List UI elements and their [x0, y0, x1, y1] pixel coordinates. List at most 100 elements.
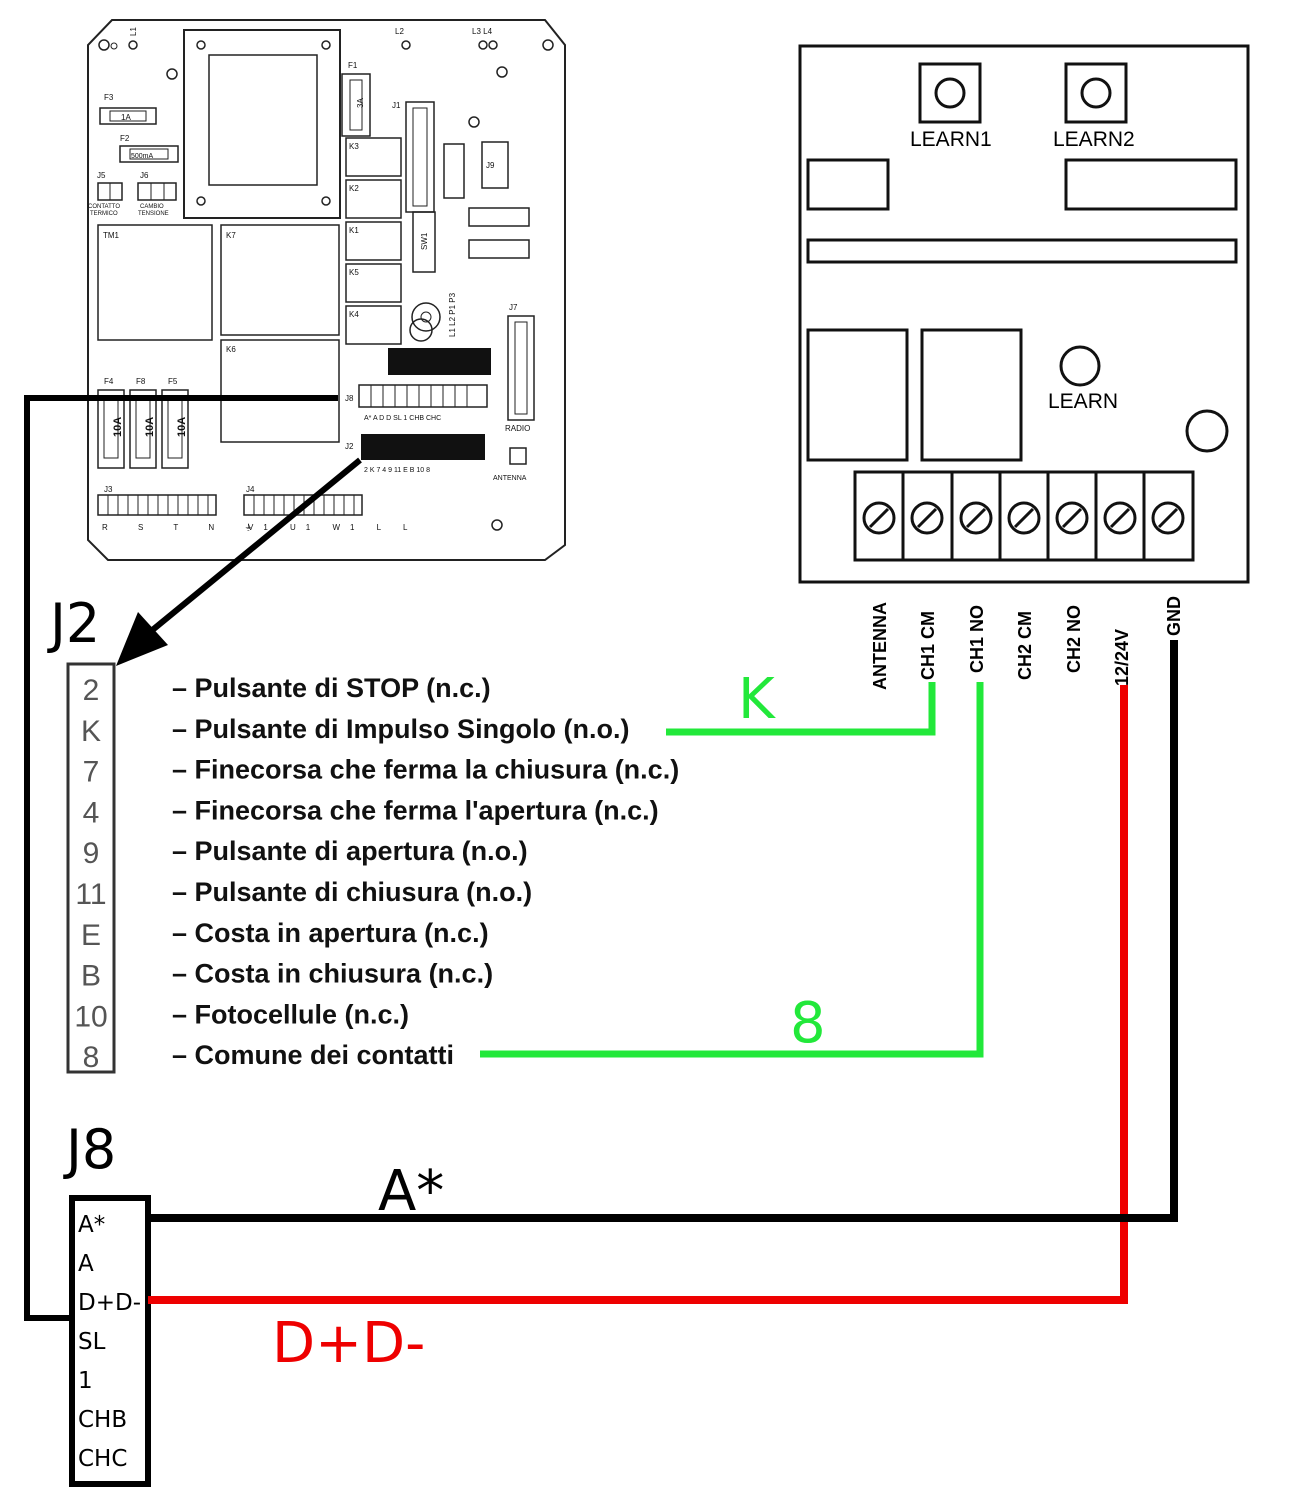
j2-pin-description: – Costa in apertura (n.c.) [172, 918, 489, 948]
arrow-j2-head [116, 612, 168, 666]
j2-pin-description: – Finecorsa che ferma l'apertura (n.c.) [172, 795, 659, 825]
label-f1: F1 [348, 61, 358, 70]
terminal-label-ch1-cm: CH1 CM [918, 611, 938, 680]
receiver-led [1185, 409, 1229, 453]
j2-pin: 7 [83, 756, 100, 789]
j2-pin: 4 [83, 796, 100, 829]
j2-pin: K [81, 715, 101, 748]
label-f4-val: 10A [112, 417, 124, 437]
terminal-screw-slot [1157, 507, 1179, 529]
label-antenna-board: ANTENNA [493, 475, 527, 482]
arrow-j2-line [148, 457, 362, 635]
label-f2-val: 500mA [131, 153, 154, 160]
label-l1: L1 [129, 27, 138, 36]
label-j9: J9 [486, 161, 495, 170]
label-k1: K1 [349, 226, 359, 235]
label-f5-val: 10A [176, 417, 188, 437]
label-f4: F4 [104, 377, 114, 386]
j2-pin: 8 [83, 1041, 100, 1074]
learn-led[interactable] [1059, 345, 1101, 387]
label-f3: F3 [104, 93, 114, 102]
label-j3-pins: R S T N ⏚ [102, 523, 266, 532]
receiver-relay-2 [920, 328, 1023, 462]
terminal-screw-slot [965, 507, 987, 529]
j8-pin: CHB [78, 1407, 127, 1433]
learn2-button[interactable] [1064, 62, 1128, 124]
label-tm1: TM1 [103, 231, 120, 240]
receiver-module: LEARN1 LEARN2 LEARN ANTENNA CH1 CM CH1 N… [798, 44, 1250, 690]
terminal-screw-slot [868, 507, 890, 529]
label-j6-desc2: TENSIONE [138, 211, 169, 217]
label-j6: J6 [140, 171, 149, 180]
learn1-button[interactable] [918, 62, 982, 124]
receiver-strip [806, 238, 1238, 264]
label-j4-pins: V1 U1 W1 L L [248, 523, 418, 532]
label-j1: J1 [392, 101, 401, 110]
label-l3l4: L3 L4 [472, 27, 493, 36]
label-j2-pins-board: 2 K 7 4 9 11 E B 10 8 [364, 467, 430, 474]
wire-label-k: K [738, 667, 776, 732]
j8-title: J8 [63, 1118, 116, 1181]
terminal-label-12-24v: 12/24V [1112, 629, 1132, 686]
label-k3: K3 [349, 142, 359, 151]
label-f8-val: 10A [144, 417, 156, 437]
learn1-label: LEARN1 [910, 128, 992, 151]
label-k7: K7 [226, 231, 236, 240]
learn-label: LEARN [1048, 390, 1118, 413]
j2-pin-description: – Finecorsa che ferma la chiusura (n.c.) [172, 755, 679, 785]
j8-pin: A [78, 1251, 94, 1277]
wire-j8-feed [24, 395, 338, 1321]
j2-pin: E [81, 919, 101, 952]
label-j5-desc2: TERMICO [90, 211, 118, 217]
j2-pin-description: – Pulsante di apertura (n.o.) [172, 836, 528, 866]
terminal-label-ch2-cm: CH2 CM [1015, 611, 1035, 680]
j2-pin: 2 [83, 674, 100, 707]
terminal-label-ch2-no: CH2 NO [1064, 605, 1084, 673]
label-j8-pins-board: A* A D D SL 1 CHB CHC [364, 415, 441, 422]
label-j5-desc1: CONTATTO [88, 204, 120, 210]
j2-pin: 9 [83, 837, 100, 870]
wire-dd-red [148, 685, 1128, 1304]
terminal-label-gnd: GND [1164, 596, 1184, 636]
j2-pin: B [81, 960, 101, 993]
wire-8-green [480, 682, 984, 1058]
label-f1-val: 3A [356, 98, 365, 108]
terminal-screw-slot [1013, 507, 1035, 529]
receiver-relay-1 [806, 328, 909, 462]
wire-label-8: 8 [790, 991, 826, 1056]
label-j5: J5 [97, 171, 106, 180]
learn2-label: LEARN2 [1053, 128, 1135, 151]
label-k6: K6 [226, 345, 236, 354]
j2-pin-description: – Pulsante di STOP (n.c.) [172, 673, 491, 703]
terminal-screw-slot [916, 507, 938, 529]
j8-pin: A* [78, 1212, 105, 1238]
j2-title: J2 [47, 592, 100, 655]
wire-k-green [666, 682, 936, 736]
receiver-component-left [806, 158, 890, 211]
label-j2-board: J2 [345, 442, 354, 451]
j8-pin: SL [78, 1329, 106, 1355]
label-k5: K5 [349, 268, 359, 277]
j2-pin-description: – Comune dei contatti [172, 1040, 454, 1070]
wire-a-star-black [148, 640, 1178, 1222]
label-f2: F2 [120, 134, 130, 143]
label-l2: L2 [395, 27, 404, 36]
terminal-screw-slot [1109, 507, 1131, 529]
j2-pin-description: – Costa in chiusura (n.c.) [172, 959, 493, 989]
terminal-screws [862, 501, 1185, 535]
label-j6-desc1: CAMBIO [140, 204, 164, 210]
terminal-screw-slot [1061, 507, 1083, 529]
terminal-label-antenna: ANTENNA [870, 602, 890, 690]
label-pots: L1 L2 P1 P3 [448, 292, 457, 337]
label-j8-board: J8 [345, 394, 354, 403]
label-f3-val: 1A [121, 113, 131, 122]
label-j3: J3 [104, 485, 113, 494]
j8-pin: D+D- [78, 1290, 141, 1316]
j8-pin: 1 [78, 1368, 93, 1394]
j8-pin: CHC [78, 1446, 127, 1472]
main-control-board: L1 L2 L3 L4 F1 3A J1 F3 1A F2 500mA J5 J… [87, 19, 566, 561]
label-radio: RADIO [505, 424, 530, 433]
j2-pin-description: – Fotocellule (n.c.) [172, 999, 409, 1029]
